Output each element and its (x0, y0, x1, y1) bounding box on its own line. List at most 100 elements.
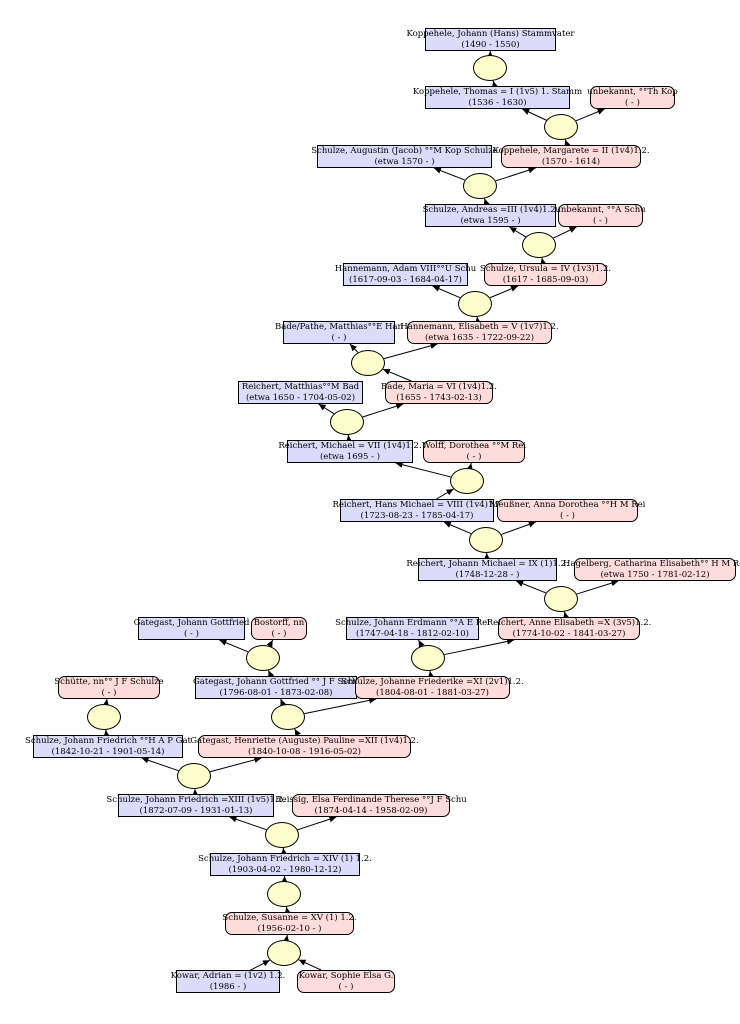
edge-union-to-parent (515, 580, 547, 594)
person-node[interactable]: Kowar, Adrian = (1v2) 1.2.(1986 - ) (171, 970, 285, 993)
union-node[interactable] (458, 291, 492, 317)
edge-child-to-union (474, 316, 482, 325)
union-node[interactable] (469, 527, 503, 553)
edge-union-to-parent (209, 756, 262, 773)
union-node[interactable] (522, 232, 556, 258)
edge-union-to-parent (282, 934, 290, 943)
person-dates: ( - ) (625, 97, 640, 108)
person-dates: ( - ) (184, 628, 199, 639)
person-node[interactable]: Gategast, Henriette (Auguste) Pauline =X… (190, 735, 419, 758)
edge-union-to-parent (141, 757, 179, 772)
person-dates: ( - ) (560, 510, 575, 521)
union-node[interactable] (265, 822, 299, 848)
person-node[interactable]: Hagelberg, Catharina Elisabeth°° H M Rei… (563, 558, 740, 581)
person-node[interactable]: unbekannt, °°A Schu( - ) (555, 204, 646, 227)
edge-union-to-parent (444, 638, 515, 656)
person-name: Reichert, Michael = VII (1v4)1.2. (278, 440, 422, 451)
union-node[interactable] (271, 704, 305, 730)
person-node[interactable]: Schulze, Ursula = IV (1v3)1.2.(1617 - 16… (480, 263, 611, 286)
edge-union-to-parent (553, 226, 577, 239)
edge-child-to-union (564, 139, 571, 148)
person-dates: (1903-04-02 - 1980-12-12) (228, 864, 342, 875)
person-dates: (etwa 1595 - ) (460, 215, 521, 226)
person-node[interactable]: Schulze, Johann Erdmann °°A E Rei(1747-0… (335, 617, 490, 640)
edge-union-to-parent (501, 521, 536, 535)
person-dates: (1747-04-18 - 1812-02-10) (356, 628, 469, 639)
person-node[interactable]: Schulze, Johanne Friederike =XI (2v1)1.2… (341, 676, 524, 699)
union-node[interactable] (450, 468, 484, 494)
person-name: Gategast, Johann Gottfried °° J F Schu (193, 676, 359, 687)
person-node[interactable]: Reichert, Anne Elisabeth =X (3v5)1.2.(17… (487, 617, 651, 640)
person-name: Gategast, Henriette (Auguste) Pauline =X… (190, 735, 419, 746)
person-node[interactable]: Koppehele, Thomas = I (1v5) 1. Stamm(153… (413, 86, 582, 109)
person-node[interactable]: Gategast, Johann Gottfried °° J F Schu(1… (193, 676, 359, 699)
person-node[interactable]: unbekannt, °°Th Kop( - ) (587, 86, 678, 109)
edge-child-to-union (250, 959, 271, 971)
person-name: Hagelberg, Catharina Elisabeth°° H M Rei (563, 558, 740, 569)
edge-union-to-parent (304, 697, 377, 715)
person-node[interactable]: Reichert, Matthias°°M Bad(etwa 1650 - 17… (238, 381, 363, 404)
edge-child-to-union (267, 670, 275, 679)
person-node[interactable]: Schulze, Johann Friedrich = XIV (1) 1.2.… (198, 853, 372, 876)
union-node[interactable] (463, 173, 497, 199)
edge-union-to-parent (297, 816, 337, 831)
person-dates: (1840-10-08 - 1916-05-02) (248, 746, 361, 757)
person-name: Kowar, Sophie Elsa G. (298, 970, 394, 981)
person-name: Reissig, Elsa Ferdinande Therese °°J F S… (275, 794, 467, 805)
edge-child-to-union (427, 670, 435, 679)
person-node[interactable]: Bade, Maria = VI (1v4)1.2.(1655 - 1743-0… (381, 381, 497, 404)
union-node[interactable] (544, 586, 578, 612)
person-name: Schulze, Susanne = XV (1) 1.2. (222, 912, 357, 923)
union-node[interactable] (177, 763, 211, 789)
person-node[interactable]: Schulze, Johann Friedrich °°H A P Gat(18… (25, 735, 191, 758)
union-node[interactable] (267, 940, 301, 966)
person-node[interactable]: Hannemann, Adam VIII°°U Schu(1617-09-03 … (335, 263, 476, 286)
edge-child-to-union (563, 611, 570, 620)
person-dates: (1617-09-03 - 1684-04-17) (349, 274, 462, 285)
person-node[interactable]: Reissig, Elsa Ferdinande Therese °°J F S… (275, 794, 467, 817)
person-dates: (1536 - 1630) (468, 97, 527, 108)
person-name: Schütte, nn°° J F Schulze (54, 676, 164, 687)
edge-union-to-parent (522, 108, 547, 121)
edge-union-to-parent (219, 639, 249, 653)
person-node[interactable]: Reichert, Hans Michael = VIII (1v4)1.2(1… (333, 499, 502, 522)
person-node[interactable]: Koppehele, Johann (Hans) Stammvater(1490… (407, 28, 575, 51)
union-node[interactable] (330, 409, 364, 435)
union-node[interactable] (351, 350, 385, 376)
person-node[interactable]: Reichert, Michael = VII (1v4)1.2.(etwa 1… (278, 440, 422, 463)
person-node[interactable]: Bostorff, nn( - ) (251, 617, 307, 640)
person-node[interactable]: Wolff, Dorothea °°M Rei( - ) (422, 440, 526, 463)
person-node[interactable]: Koppehele, Margarete = II (1v4)1.2.(1570… (492, 145, 650, 168)
edge-union-to-parent (433, 167, 466, 181)
edge-union-to-parent (229, 816, 267, 831)
person-dates: ( - ) (271, 628, 287, 639)
person-node[interactable]: Schulze, Augustin (Jacob) °°M Kop Schulz… (311, 145, 498, 168)
edge-union-to-parent (349, 343, 359, 353)
person-node[interactable]: Bade/Pathe, Matthias°°E Han( - ) (275, 321, 403, 344)
union-node[interactable] (87, 704, 121, 730)
edge-child-to-union (491, 80, 499, 89)
edge-union-to-parent (395, 461, 451, 478)
person-dates: (etwa 1570 - ) (374, 156, 435, 167)
union-node[interactable] (267, 881, 301, 907)
person-node[interactable]: Schulze, Susanne = XV (1) 1.2.(1956-02-1… (222, 912, 357, 935)
edge-child-to-union (345, 434, 353, 443)
union-node[interactable] (544, 114, 578, 140)
person-node[interactable]: Meußner, Anna Dorothea °°H M Rei( - ) (490, 499, 645, 522)
person-dates: (1748-12-28 - ) (455, 569, 520, 580)
person-dates: (1570 - 1614) (541, 156, 601, 167)
person-dates: (1986 - ) (209, 981, 247, 992)
edge-union-to-parent (318, 403, 335, 415)
person-node[interactable]: Gategast, Johann Gottfried( - ) (134, 617, 249, 640)
person-node[interactable]: Hannemann, Elisabeth = V (1v7)1.2.(etwa … (400, 321, 559, 344)
person-node[interactable]: Kowar, Sophie Elsa G.( - ) (297, 970, 395, 993)
union-node[interactable] (411, 645, 445, 671)
union-node[interactable] (246, 645, 280, 671)
person-node[interactable]: Reichert, Johann Michael = IX (1)1.2.(17… (406, 558, 569, 581)
union-node[interactable] (473, 55, 507, 81)
person-node[interactable]: Schütte, nn°° J F Schulze( - ) (54, 676, 164, 699)
person-node[interactable]: Schulze, Johann Friedrich =XIII (1v5)1.2… (106, 794, 286, 817)
person-node[interactable]: Schulze, Andreas =III (1v4)1.2.(etwa 159… (423, 204, 558, 227)
person-dates: (etwa 1635 - 1722-09-22) (424, 332, 535, 343)
person-dates: (1956-02-10 - ) (257, 923, 322, 934)
